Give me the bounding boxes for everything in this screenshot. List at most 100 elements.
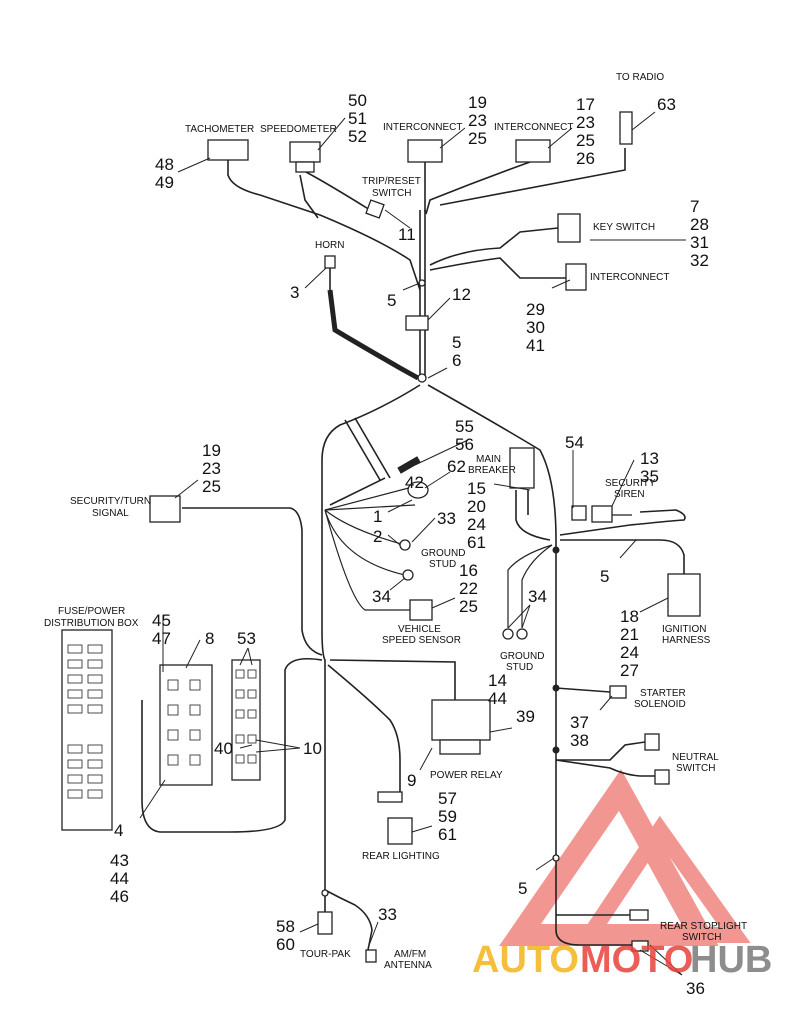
label-neutral-2: SWITCH xyxy=(676,763,715,774)
callout: 14 xyxy=(488,671,507,690)
callout: 23 xyxy=(202,459,221,478)
callout: 59 xyxy=(438,807,457,826)
callout: 63 xyxy=(657,95,676,114)
label-tachometer: TACHOMETER xyxy=(185,124,254,135)
interconnect-connector-1 xyxy=(407,139,443,163)
label-to-radio: TO RADIO xyxy=(616,72,664,83)
label-security-siren-1: SECURITY xyxy=(605,478,656,489)
label-ground-stud-1b: GROUND xyxy=(500,651,544,662)
callout: 3 xyxy=(290,283,299,302)
label-horn: HORN xyxy=(315,240,344,251)
label-starter-2: SOLENOID xyxy=(634,699,686,710)
callout: 60 xyxy=(276,935,295,954)
callout: 56 xyxy=(455,435,474,454)
callout: 52 xyxy=(348,127,367,146)
label-ignition-2: HARNESS xyxy=(662,635,711,646)
label-fuse-box-2: DISTRIBUTION BOX xyxy=(44,618,139,629)
callout: 25 xyxy=(576,131,595,150)
callout: 49 xyxy=(155,173,174,192)
callout: 5 xyxy=(600,567,609,586)
callout: 55 xyxy=(455,417,474,436)
callout: 28 xyxy=(690,215,709,234)
callout: 34 xyxy=(372,587,391,606)
callout: 57 xyxy=(438,789,457,808)
watermark-text: AUTO MOTO HUB xyxy=(472,939,772,981)
label-interconnect-2: INTERCONNECT xyxy=(494,122,573,133)
callout: 61 xyxy=(438,825,457,844)
label-security-turn-1: SECURITY/TURN xyxy=(70,496,151,507)
callout: 54 xyxy=(565,433,584,452)
callout: 19 xyxy=(468,93,487,112)
callout: 4 xyxy=(114,821,123,840)
label-neutral-1: NEUTRAL xyxy=(672,752,719,763)
security-siren-connector xyxy=(591,505,613,523)
label-rear-stoplight-2: SWITCH xyxy=(682,932,721,943)
watermark-auto: AUTO xyxy=(472,939,579,981)
label-amfm-2: ANTENNA xyxy=(384,960,432,971)
callout: 25 xyxy=(459,597,478,616)
callout: 48 xyxy=(155,155,174,174)
label-ground-stud-2a: STUD xyxy=(429,559,456,570)
label-interconnect-1: INTERCONNECT xyxy=(383,122,462,133)
callout: 47 xyxy=(152,629,171,648)
label-starter-1: STARTER xyxy=(640,688,686,699)
callout: 33 xyxy=(378,905,397,924)
neutral-switch-connector xyxy=(644,733,660,751)
label-security-siren-2: SIREN xyxy=(614,489,645,500)
label-fuse-box-1: FUSE/POWER xyxy=(58,606,125,617)
label-trip-reset-2: SWITCH xyxy=(372,188,411,199)
callout: 34 xyxy=(528,587,547,606)
callout: 53 xyxy=(237,629,256,648)
callout: 18 xyxy=(620,607,639,626)
callout: 25 xyxy=(468,129,487,148)
callout: 26 xyxy=(576,149,595,168)
callout: 44 xyxy=(488,689,507,708)
callout: 16 xyxy=(459,561,478,580)
callout: 7 xyxy=(690,197,699,216)
callout: 62 xyxy=(447,457,466,476)
callout: 5 xyxy=(387,291,396,310)
callout: 31 xyxy=(690,233,709,252)
callout: 46 xyxy=(110,887,129,906)
callout: 43 xyxy=(110,851,129,870)
callout: 58 xyxy=(276,917,295,936)
label-main-breaker-2: BREAKER xyxy=(468,465,516,476)
horn-terminal xyxy=(324,255,336,269)
components xyxy=(61,111,701,963)
amfm-antenna-connector xyxy=(365,949,377,963)
callout: 24 xyxy=(467,515,486,534)
label-main-breaker-1: MAIN xyxy=(476,454,501,465)
callout: 5 xyxy=(452,333,461,352)
label-interconnect-3: INTERCONNECT xyxy=(590,272,669,283)
callout: 5 xyxy=(518,879,527,898)
callout: 9 xyxy=(407,771,416,790)
key-switch-connector xyxy=(557,213,581,243)
watermark-hub: HUB xyxy=(690,939,772,981)
callout: 17 xyxy=(576,95,595,114)
vehicle-speed-sensor xyxy=(409,599,433,621)
main-breaker xyxy=(509,447,535,489)
tachometer-connector xyxy=(207,139,249,161)
callout: 12 xyxy=(452,285,471,304)
tour-pak-connector xyxy=(317,911,333,935)
callout-numbers: 50 51 52 48 49 19 23 25 17 23 25 26 63 1… xyxy=(110,91,709,998)
label-vehicle-speed-1: VEHICLE xyxy=(398,624,441,635)
label-speedometer: SPEEDOMETER xyxy=(260,124,337,135)
label-amfm-1: AM/FM xyxy=(394,949,426,960)
fuse-block-53 xyxy=(231,659,261,781)
label-ground-stud-1a: GROUND xyxy=(421,548,465,559)
label-trip-reset-1: TRIP/RESET xyxy=(362,176,421,187)
callout: 40 xyxy=(214,739,233,758)
interconnect-connector-3 xyxy=(565,263,587,291)
callout: 50 xyxy=(348,91,367,110)
callout: 39 xyxy=(516,707,535,726)
callout: 42 xyxy=(405,473,424,492)
callout: 13 xyxy=(640,449,659,468)
interconnect-connector-2 xyxy=(515,139,551,163)
component-labels: TACHOMETER SPEEDOMETER INTERCONNECT INTE… xyxy=(44,72,747,971)
callout: 8 xyxy=(205,629,214,648)
callout: 32 xyxy=(690,251,709,270)
callout: 27 xyxy=(620,661,639,680)
callout: 61 xyxy=(467,533,486,552)
